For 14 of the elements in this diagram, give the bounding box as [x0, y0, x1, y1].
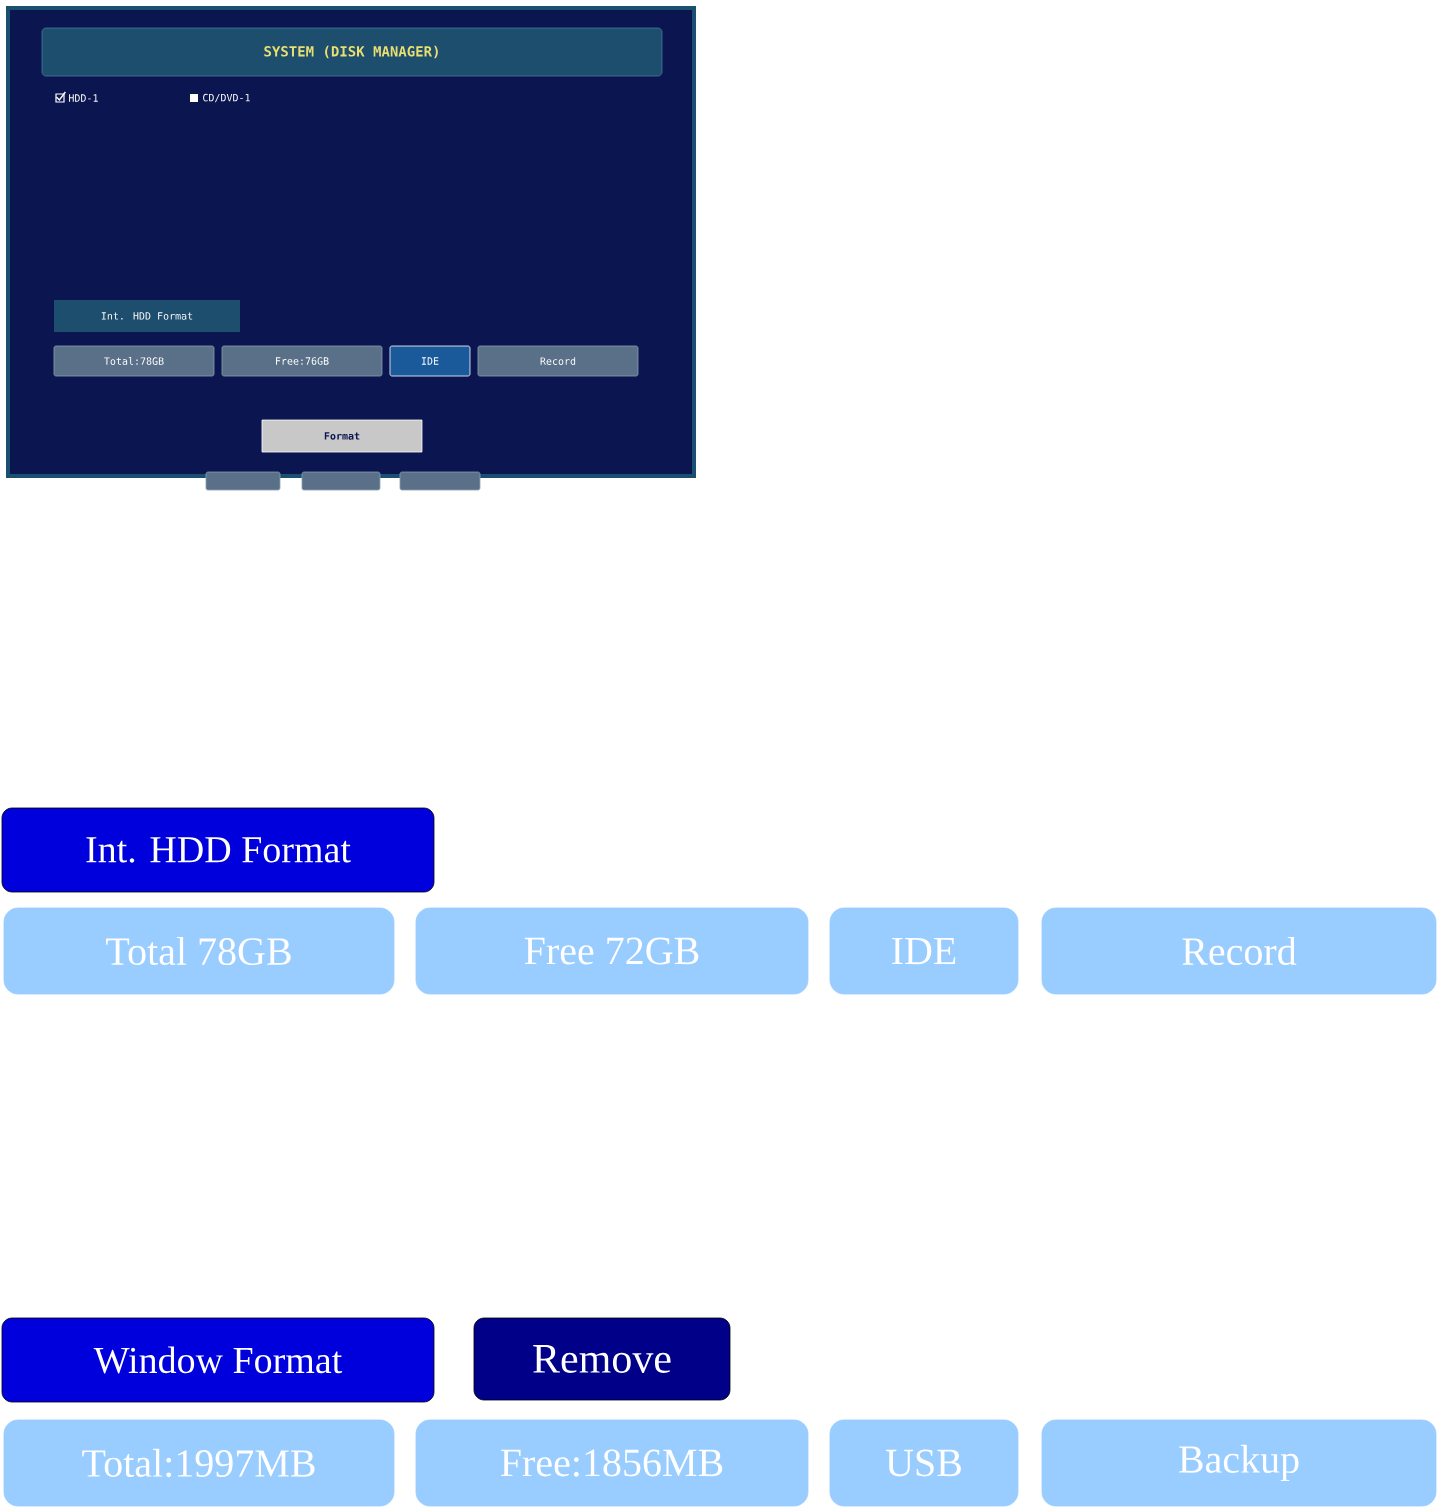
- status-button: Backup: [1041, 1419, 1437, 1507]
- status-button: Free:1856MB: [415, 1419, 809, 1507]
- status-button: Total 78GB: [3, 907, 395, 995]
- tab-button: Int. HDD Format: [1, 807, 435, 893]
- status-button: Total:1997MB: [3, 1419, 395, 1507]
- status-button: USB: [829, 1419, 1019, 1507]
- tab-button: Window Format: [1, 1317, 435, 1403]
- status-button: Record: [1041, 907, 1437, 995]
- remove-button: Remove: [473, 1317, 731, 1401]
- status-button: IDE: [829, 907, 1019, 995]
- button: [205, 471, 281, 491]
- status-button: Free 72GB: [415, 907, 809, 995]
- button: [301, 471, 381, 491]
- button: [399, 471, 481, 491]
